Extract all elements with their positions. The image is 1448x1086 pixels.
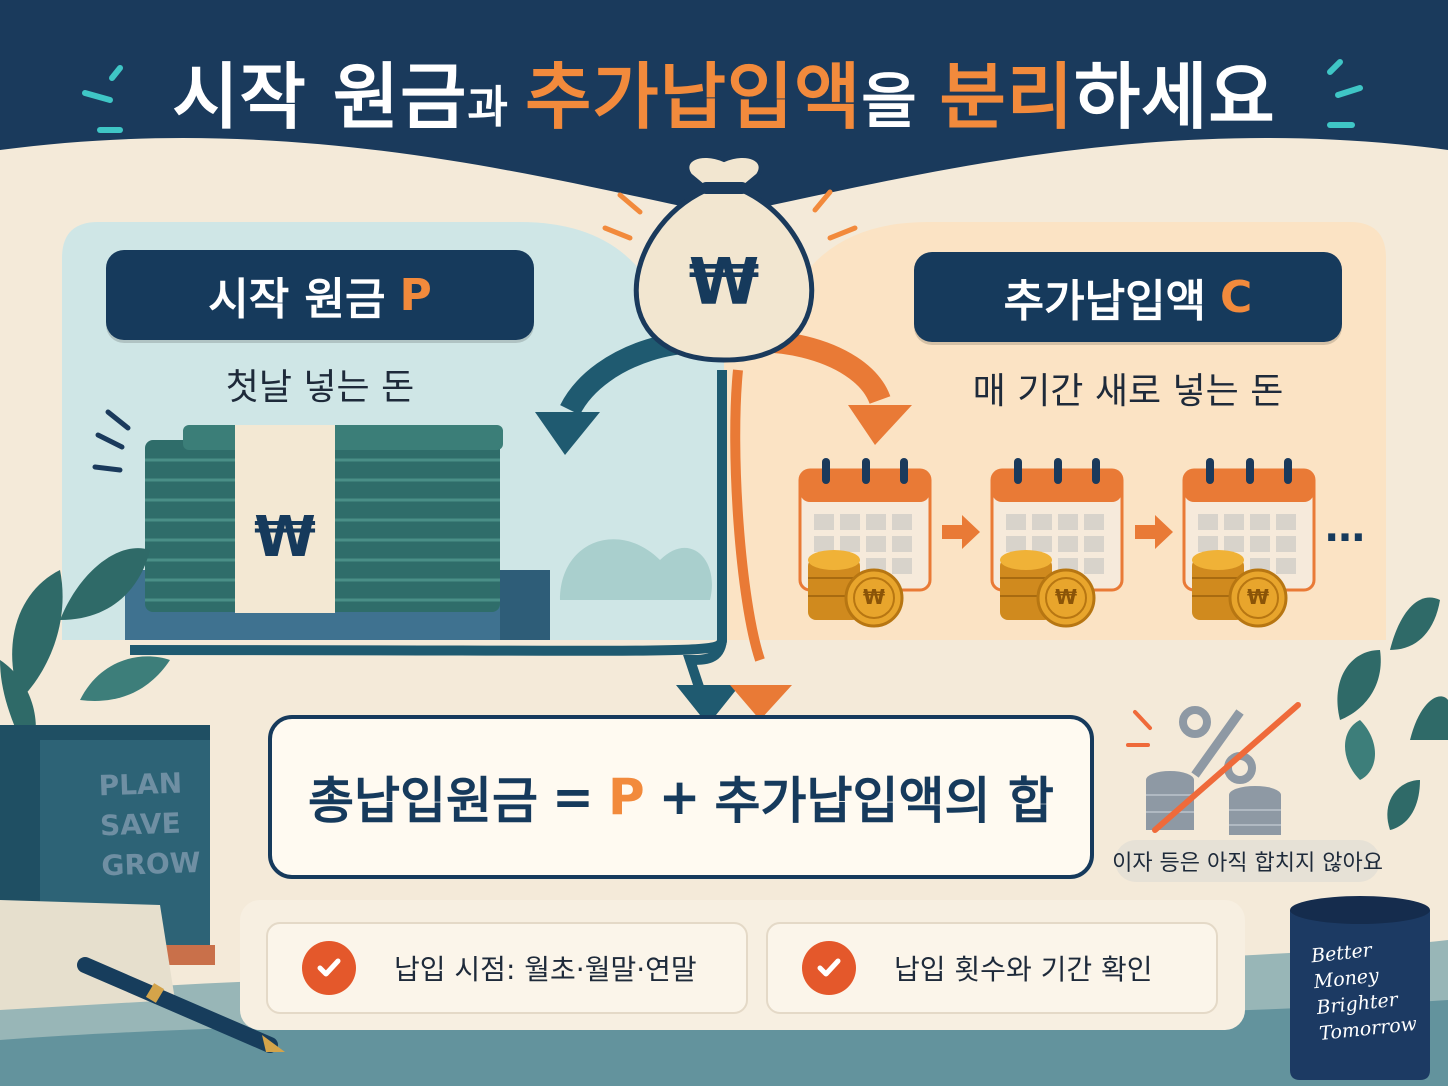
money-bag-icon bbox=[633, 154, 815, 363]
formula-total-principal: 총납입원금 bbox=[308, 772, 539, 830]
formula-plus: + bbox=[658, 768, 701, 826]
coin-currency-symbol: ₩ bbox=[1054, 585, 1078, 609]
variable-p: P bbox=[399, 269, 432, 321]
cash-stack-icon bbox=[92, 409, 550, 640]
check-icon bbox=[302, 941, 356, 995]
formula-box: 총납입원금 = P + 추가납입액의 합 bbox=[268, 715, 1094, 879]
start-principal-label: 시작 원금 P bbox=[106, 250, 534, 340]
book-text-line: GROW bbox=[100, 845, 202, 883]
book-cover-text: PLAN SAVE GROW bbox=[98, 764, 202, 887]
title-separate: 분리 bbox=[939, 55, 1074, 139]
formula-equals: = bbox=[552, 768, 594, 826]
start-principal-text: 시작 원금 bbox=[208, 274, 386, 325]
start-principal-description: 첫날 넣는 돈 bbox=[225, 367, 415, 408]
coin-icon bbox=[808, 550, 1288, 628]
title-start-principal: 시작 원금 bbox=[172, 55, 468, 139]
additional-payment-text: 추가납입액 bbox=[1003, 276, 1207, 327]
checklist-item-text: 납입 횟수와 기간 확인 bbox=[894, 953, 1153, 986]
interest-note: 이자 등은 아직 합치지 않아요 bbox=[1112, 840, 1383, 882]
check-icon bbox=[802, 941, 856, 995]
money-bag-currency-symbol: ₩ bbox=[688, 246, 760, 320]
page-title: 시작 원금과 추가납입액을 분리하세요 bbox=[0, 38, 1448, 143]
coin-currency-symbol: ₩ bbox=[862, 585, 886, 609]
calendar-continue-ellipsis: … bbox=[1325, 505, 1365, 551]
checklist-item: 납입 시점: 월초·월말·연말 bbox=[266, 922, 748, 1014]
mug-text: Better Money Brighter Tomorrow bbox=[1310, 933, 1420, 1047]
formula-sum-additional: 추가납입액의 합 bbox=[714, 772, 1054, 830]
book-text-line: PLAN bbox=[98, 766, 183, 803]
coin-currency-symbol: ₩ bbox=[1246, 585, 1270, 609]
title-and: 과 bbox=[467, 82, 526, 133]
formula-p: P bbox=[607, 768, 645, 826]
book-text-line: SAVE bbox=[99, 806, 182, 843]
variable-c: C bbox=[1220, 271, 1253, 323]
additional-payment-label: 추가납입액 C bbox=[914, 252, 1342, 342]
title-additional-payment: 추가납입액 bbox=[525, 55, 862, 139]
additional-payment-description: 매 기간 새로 넣는 돈 bbox=[972, 371, 1284, 412]
title-eul: 을 bbox=[861, 67, 940, 137]
mug-icon bbox=[1290, 896, 1430, 1080]
cash-stack-currency-symbol: ₩ bbox=[254, 505, 316, 570]
checklist-item: 납입 횟수와 기간 확인 bbox=[766, 922, 1218, 1014]
percent-icon bbox=[1126, 702, 1301, 835]
title-do: 하세요 bbox=[1073, 55, 1276, 139]
checklist-item-text: 납입 시점: 월초·월말·연말 bbox=[394, 953, 697, 986]
pen-icon bbox=[77, 957, 285, 1053]
